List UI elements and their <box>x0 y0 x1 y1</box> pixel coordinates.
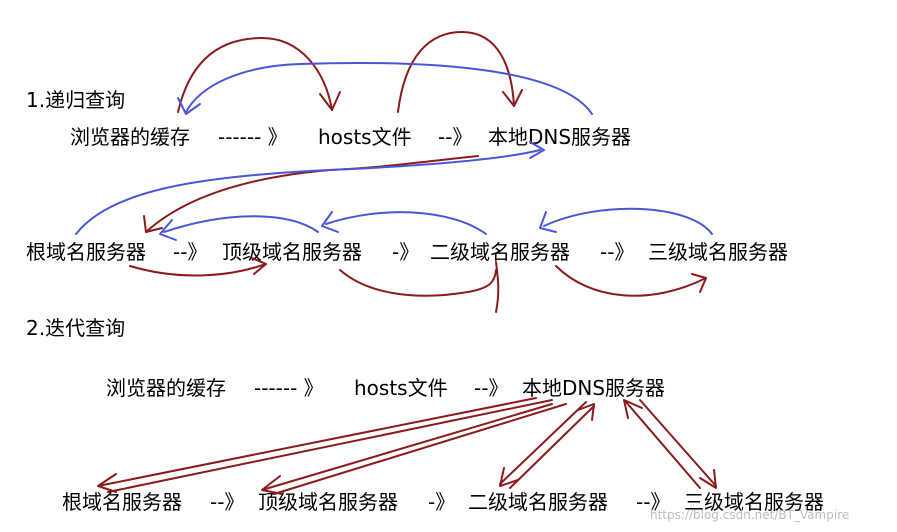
arrow-curve <box>273 403 567 495</box>
arrowhead <box>319 91 341 111</box>
node-root-name-server: 根域名服务器 <box>26 240 146 264</box>
connector-arrow: ------ 》 <box>218 125 288 149</box>
arrow-curve <box>185 61 593 115</box>
arrow-curve <box>97 397 537 487</box>
arrow-curve <box>555 265 707 297</box>
arrow-curve <box>177 37 333 113</box>
node-top-level-name-server: 顶级域名服务器 <box>222 240 362 264</box>
arrowhead <box>321 211 339 233</box>
node-local-dns-server: 本地DNS服务器 <box>522 376 666 400</box>
arrowhead <box>159 219 177 241</box>
node-hosts-file: hosts文件 <box>354 376 448 400</box>
node-local-dns-server: 本地DNS服务器 <box>488 125 632 149</box>
connector-arrow: --》 <box>474 376 509 400</box>
arrowhead <box>499 467 519 487</box>
node-hosts-file: hosts文件 <box>318 125 412 149</box>
iterative-arrows <box>97 397 717 495</box>
arrowhead <box>502 89 523 107</box>
arrow-curve <box>145 155 479 233</box>
arrow-curve <box>339 269 497 297</box>
node-browser-cache: 浏览器的缓存 <box>70 125 190 149</box>
connector-arrow: --》 <box>173 240 208 264</box>
arrowhead <box>251 257 267 275</box>
connector-arrow: ------ 》 <box>254 376 324 400</box>
node-second-level-name-server: 二级域名服务器 <box>468 490 608 514</box>
heading-recursive-query: 1.递归查询 <box>26 88 126 112</box>
arrow-curve <box>625 401 701 489</box>
arrowhead <box>623 399 643 419</box>
arrow-curve <box>107 399 553 493</box>
arrow-curve <box>499 401 587 485</box>
recursive-response-arrows <box>75 61 713 241</box>
connector-arrow: -》 <box>428 490 456 514</box>
arrow-curve <box>163 215 319 233</box>
arrow-curve <box>639 399 717 487</box>
node-browser-cache: 浏览器的缓存 <box>106 376 226 400</box>
recursive-request-arrows <box>129 31 707 313</box>
node-root-name-server: 根域名服务器 <box>62 490 182 514</box>
arrowhead <box>177 97 201 115</box>
heading-iterative-query: 2.迭代查询 <box>26 316 126 340</box>
arrowhead <box>577 403 595 421</box>
arrow-curve <box>75 149 541 235</box>
connector-arrow: -》 <box>392 240 420 264</box>
connector-arrow: --》 <box>210 490 245 514</box>
arrowhead <box>539 211 557 233</box>
arrowhead <box>691 273 707 293</box>
node-second-level-name-server: 二级域名服务器 <box>430 240 570 264</box>
arrowhead <box>699 469 717 489</box>
connector-arrow: --》 <box>636 490 671 514</box>
arrow-curve <box>261 403 553 491</box>
connector-arrow: --》 <box>438 125 473 149</box>
node-third-level-name-server: 三级域名服务器 <box>648 240 788 264</box>
node-third-level-name-server: 三级域名服务器 <box>684 490 824 514</box>
arrow-curve <box>509 405 595 489</box>
arrow-curve <box>129 263 267 277</box>
watermark: https://blog.csdn.net/BT_Vampire <box>650 508 850 522</box>
arrow-curve <box>543 207 713 235</box>
arrow-curve <box>397 31 515 113</box>
arrowhead <box>529 141 545 159</box>
arrowhead <box>97 473 117 493</box>
arrowhead <box>143 215 163 233</box>
connector-arrow: --》 <box>600 240 635 264</box>
arrow-curve <box>325 211 487 235</box>
arrow-curve <box>495 261 500 313</box>
